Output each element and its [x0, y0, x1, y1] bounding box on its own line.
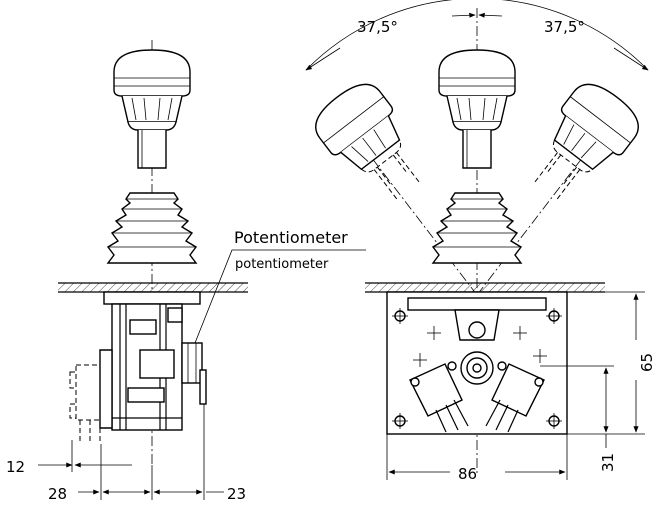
- tilted-knob-right: [514, 73, 649, 215]
- side-flange: [103, 291, 201, 305]
- tilted-knob-left: [305, 73, 440, 215]
- dim-angle-right: 37,5°: [544, 18, 585, 36]
- front-bellows: [432, 192, 522, 264]
- side-panel-hatch: [58, 283, 248, 292]
- dim-23: 23: [227, 485, 246, 503]
- potentiometer-sublabel: potentiometer: [235, 257, 329, 272]
- dim-angle-left: 37,5°: [357, 18, 398, 36]
- dim-28: 28: [48, 485, 67, 503]
- microswitch-left: [409, 361, 469, 433]
- dim-86: 86: [458, 465, 477, 483]
- mounting-holes: [392, 308, 562, 429]
- dim-31: 31: [599, 453, 617, 472]
- potentiometer-label: Potentiometer: [234, 228, 348, 247]
- side-bellows: [107, 192, 197, 264]
- potentiometer-leader: [194, 249, 366, 344]
- side-view: Potentiometer potentiometer 12 28 23: [6, 40, 366, 503]
- potentiometer-body: [181, 342, 203, 384]
- microswitch-right: [485, 361, 545, 433]
- side-knob: [113, 49, 191, 169]
- front-knob: [438, 49, 516, 169]
- front-view: 37,5° 37,5°: [305, 0, 656, 483]
- dim-65: 65: [638, 353, 656, 372]
- dim-12: 12: [6, 458, 25, 476]
